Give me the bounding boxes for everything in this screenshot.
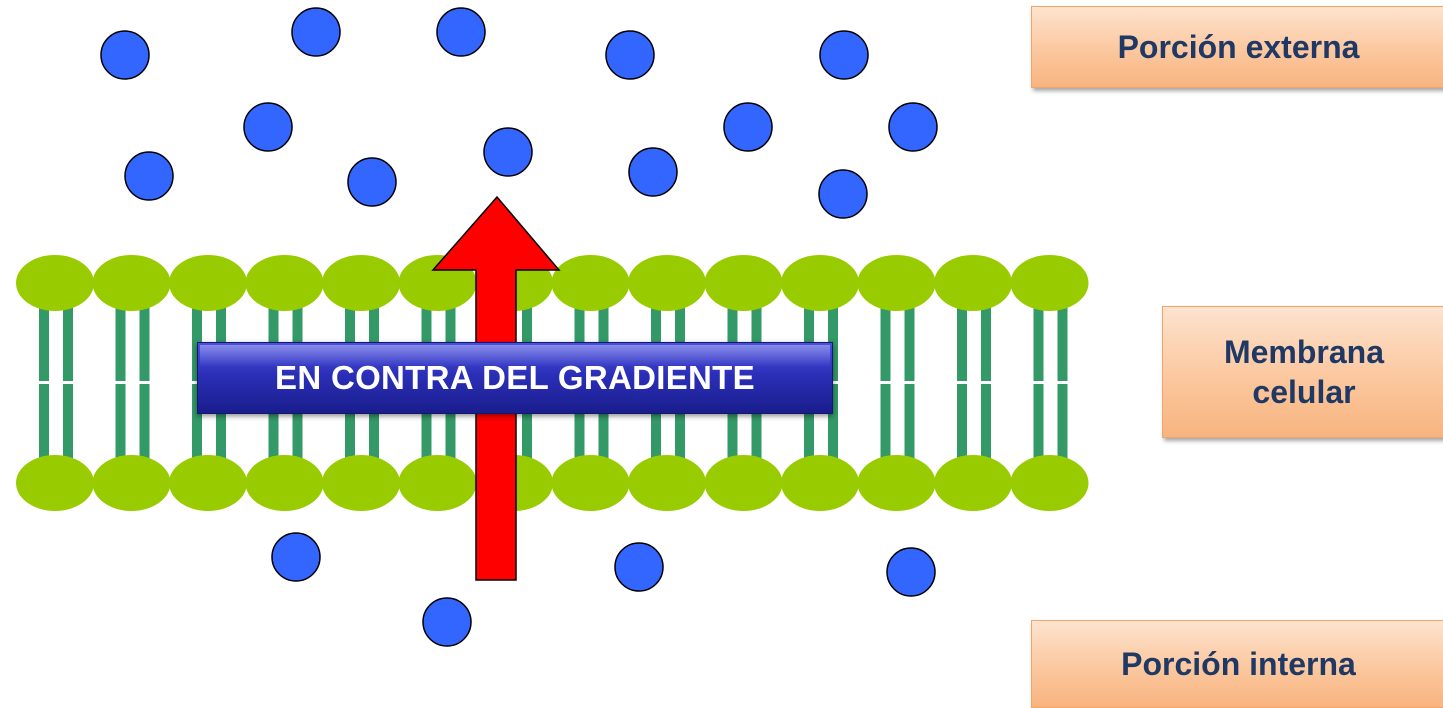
particle-inside	[614, 542, 664, 592]
particle-outside	[291, 7, 341, 57]
phospholipid-head-inner	[551, 455, 630, 511]
phospholipid-head-inner	[169, 455, 247, 511]
external-portion-text: Porción externa	[1117, 29, 1360, 65]
lipid-tail	[1033, 290, 1044, 470]
particle-outside	[818, 169, 868, 219]
phospholipid-head-outer	[92, 255, 171, 311]
internal-portion-label: Porción interna	[1031, 620, 1443, 708]
phospholipid-head-inner	[16, 455, 94, 511]
cell-membrane-label: Membrana celular	[1162, 306, 1443, 438]
particle-inside	[271, 532, 321, 582]
phospholipid-head-inner	[1010, 455, 1089, 511]
particle-outside	[483, 127, 533, 177]
phospholipid-head-inner	[92, 455, 171, 511]
leaflet-gap	[111, 381, 152, 384]
particle-outside	[605, 30, 655, 80]
phospholipid-head-outer	[781, 255, 859, 311]
particle-outside	[628, 147, 678, 197]
particle-outside	[819, 30, 869, 80]
banner-text: EN CONTRA DEL GRADIENTE	[275, 359, 755, 396]
particle-outside	[436, 7, 486, 57]
phospholipid-head-outer	[1010, 255, 1089, 311]
phospholipid-head-outer	[857, 255, 936, 311]
phospholipid-head-inner	[245, 455, 324, 511]
particle-inside	[422, 597, 472, 647]
particle-outside	[888, 102, 938, 152]
lipid-tail	[39, 290, 49, 470]
against-gradient-banner: EN CONTRA DEL GRADIENTE	[197, 342, 833, 414]
lipid-tail	[1057, 290, 1068, 470]
leaflet-gap	[953, 381, 993, 384]
lipid-tail	[957, 290, 967, 470]
particle-outside	[243, 102, 293, 152]
lipid-tail	[63, 290, 73, 470]
phospholipid-head-inner	[704, 455, 783, 511]
particle-inside	[886, 547, 936, 597]
lipid-tail	[880, 290, 891, 470]
phospholipid-head-inner	[628, 455, 706, 511]
lipid-tail	[904, 290, 915, 470]
phospholipid-head-outer	[628, 255, 706, 311]
particle-outside	[723, 102, 773, 152]
cell-membrane-text-line2: celular	[1252, 374, 1356, 410]
phospholipid-head-outer	[322, 255, 400, 311]
phospholipid-head-outer	[934, 255, 1012, 311]
leaflet-gap	[1029, 381, 1070, 384]
particle-outside	[100, 30, 150, 80]
lipid-tail	[828, 290, 838, 470]
external-portion-label: Porción externa	[1031, 6, 1443, 88]
phospholipid-head-outer	[551, 255, 630, 311]
phospholipid-head-inner	[322, 455, 400, 511]
lipid-tail	[139, 290, 150, 470]
phospholipid-head-outer	[169, 255, 247, 311]
phospholipid-head-inner	[781, 455, 859, 511]
phospholipid-head-outer	[16, 255, 94, 311]
particle-outside	[124, 151, 174, 201]
phospholipid-head-outer	[245, 255, 324, 311]
particle-outside	[347, 157, 397, 207]
lipid-tail	[115, 290, 126, 470]
phospholipid-head-inner	[398, 455, 477, 511]
solute-particles	[100, 7, 938, 647]
phospholipid-head-inner	[934, 455, 1012, 511]
cell-membrane-text-line1: Membrana	[1223, 334, 1385, 370]
lipid-tail	[981, 290, 991, 470]
phospholipid-head-outer	[704, 255, 783, 311]
phospholipid-head-inner	[857, 455, 936, 511]
leaflet-gap	[35, 381, 75, 384]
internal-portion-text: Porción interna	[1121, 646, 1356, 682]
leaflet-gap	[876, 381, 917, 384]
phospholipid-heads	[16, 255, 1089, 511]
